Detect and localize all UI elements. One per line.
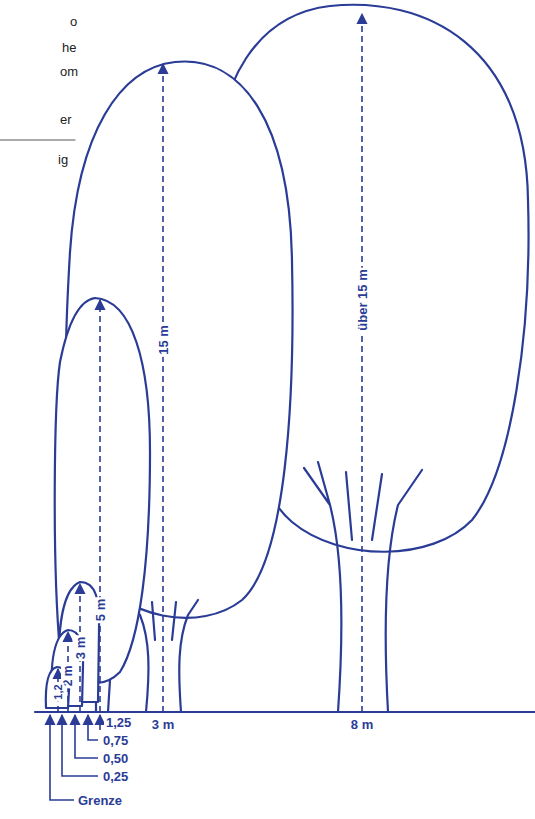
dimension-label: 8 m xyxy=(349,717,375,732)
tree-trunk xyxy=(304,462,422,712)
distance-arrow xyxy=(87,715,89,730)
distance-arrow xyxy=(74,715,76,730)
dimension-label: 1,25 xyxy=(104,715,133,730)
text-fragment: om xyxy=(60,65,78,78)
leader-line xyxy=(62,730,98,776)
text-fragment: ig xyxy=(58,153,68,166)
leader-line xyxy=(75,730,98,758)
dimension-label: 0,50 xyxy=(101,751,130,766)
dimension-label: 3 m xyxy=(150,717,176,732)
leader-line xyxy=(50,730,74,800)
dimension-label: Grenze xyxy=(76,793,124,808)
text-fragment: he xyxy=(62,41,76,54)
dimension-label: 0,25 xyxy=(101,769,130,784)
height-arrow xyxy=(361,14,363,712)
ground-line xyxy=(35,711,535,713)
dimension-label: 15 m xyxy=(156,323,171,357)
height-arrow xyxy=(99,300,101,712)
dimension-label: 5 m xyxy=(93,597,108,623)
tree-trunk xyxy=(130,600,198,712)
text-rule xyxy=(0,140,75,141)
dimension-label: 3 m xyxy=(73,635,88,661)
height-arrow xyxy=(162,64,164,712)
distance-arrow xyxy=(49,715,51,730)
distance-arrow xyxy=(61,715,63,730)
dimension-label: 1,2 xyxy=(52,682,65,701)
text-fragment: o xyxy=(70,15,77,28)
leader-line xyxy=(88,730,98,740)
dimension-label: über 15 m xyxy=(355,267,370,332)
dimension-label: 0,75 xyxy=(101,733,130,748)
text-fragment: er xyxy=(60,113,72,126)
distance-arrow xyxy=(99,715,101,730)
